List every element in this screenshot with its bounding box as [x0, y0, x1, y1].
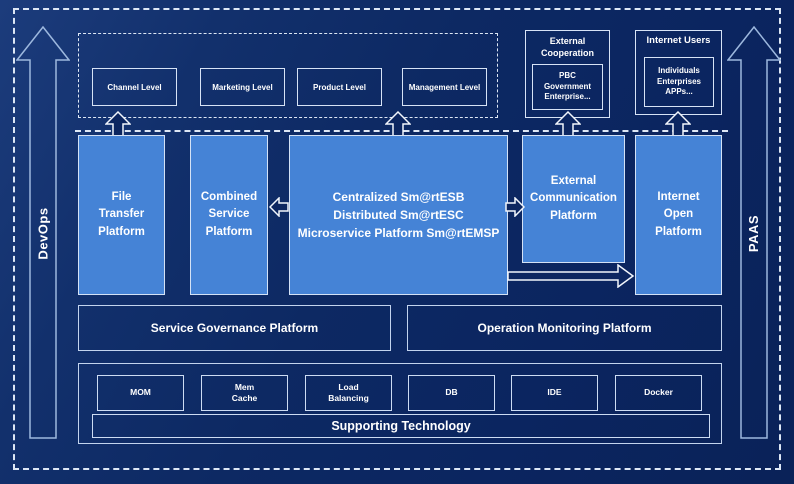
- devops-up-arrow-icon: [16, 26, 70, 439]
- tech-box-load-balancing: Load Balancing: [305, 375, 392, 411]
- external-communication-platform-box: External Communication Platform: [522, 135, 625, 263]
- internet-open-platform-label: Internet Open Platform: [655, 191, 702, 238]
- external-cooperation-title: External Cooperation: [541, 36, 594, 58]
- product-level-label: Product Level: [313, 82, 366, 92]
- supporting-technology-container: [78, 363, 722, 444]
- ide-label: IDE: [547, 387, 562, 398]
- operation-monitoring-platform-label: Operation Monitoring Platform: [477, 321, 652, 335]
- esb-line-1: Centralized Sm@rtESB: [332, 190, 465, 204]
- levels-dashed-container: [78, 33, 498, 118]
- mom-label: MOM: [130, 387, 151, 398]
- operation-monitoring-platform-box: Operation Monitoring Platform: [407, 305, 722, 351]
- supporting-technology-label: Supporting Technology: [331, 419, 471, 433]
- esb-platform-label: Centralized Sm@rtESB Distributed Sm@rtES…: [298, 188, 500, 242]
- level-box-management: Management Level: [402, 68, 487, 106]
- level-box-product: Product Level: [297, 68, 382, 106]
- external-cooperation-content: PBC Government Enterprise...: [532, 64, 603, 110]
- internet-users-title: Internet Users: [646, 35, 711, 46]
- esb-platform-box: Centralized Sm@rtESB Distributed Sm@rtES…: [289, 135, 508, 295]
- esb-line-3: Microservice Platform Sm@rtEMSP: [297, 226, 500, 240]
- load-balancing-label: Load Balancing: [328, 381, 369, 403]
- external-cooperation-content-text: PBC Government Enterprise...: [543, 70, 592, 102]
- mem-cache-label: Mem Cache: [231, 381, 258, 403]
- left-connector-arrow-icon: [269, 197, 289, 217]
- outer-dashed-border: [13, 8, 781, 470]
- paas-up-arrow-icon: [727, 26, 781, 439]
- combined-service-platform-label: Combined Service Platform: [200, 191, 258, 238]
- file-transfer-platform-box: File Transfer Platform: [78, 135, 165, 295]
- service-governance-platform-label: Service Governance Platform: [150, 321, 319, 335]
- long-right-arrow-icon: [507, 264, 635, 288]
- internet-users-content: Individuals Enterprises APPs...: [644, 57, 714, 107]
- right-connector-arrow-icon: [505, 197, 525, 217]
- internet-open-platform-box: Internet Open Platform: [635, 135, 722, 295]
- internet-users-box: Internet Users Individuals Enterprises A…: [635, 30, 722, 115]
- tech-box-ide: IDE: [511, 375, 598, 411]
- channel-level-label: Channel Level: [107, 82, 162, 92]
- marketing-level-label: Marketing Level: [212, 82, 273, 92]
- level-box-marketing: Marketing Level: [200, 68, 285, 106]
- service-governance-platform-box: Service Governance Platform: [78, 305, 391, 351]
- internet-users-content-text: Individuals Enterprises APPs...: [656, 65, 702, 97]
- tech-box-docker: Docker: [615, 375, 702, 411]
- external-communication-platform-label: External Communication Platform: [530, 175, 617, 222]
- supporting-technology-bar: Supporting Technology: [92, 414, 710, 438]
- file-transfer-platform-label: File Transfer Platform: [98, 191, 145, 238]
- tech-box-mem-cache: Mem Cache: [201, 375, 288, 411]
- external-cooperation-box: External Cooperation PBC Government Ente…: [525, 30, 610, 118]
- level-box-channel: Channel Level: [92, 68, 177, 106]
- management-level-label: Management Level: [408, 82, 481, 92]
- docker-label: Docker: [644, 387, 673, 398]
- combined-service-platform-box: Combined Service Platform: [190, 135, 268, 295]
- esb-line-2: Distributed Sm@rtESC: [333, 208, 464, 222]
- db-label: DB: [445, 387, 458, 398]
- tech-box-mom: MOM: [97, 375, 184, 411]
- tech-box-db: DB: [408, 375, 495, 411]
